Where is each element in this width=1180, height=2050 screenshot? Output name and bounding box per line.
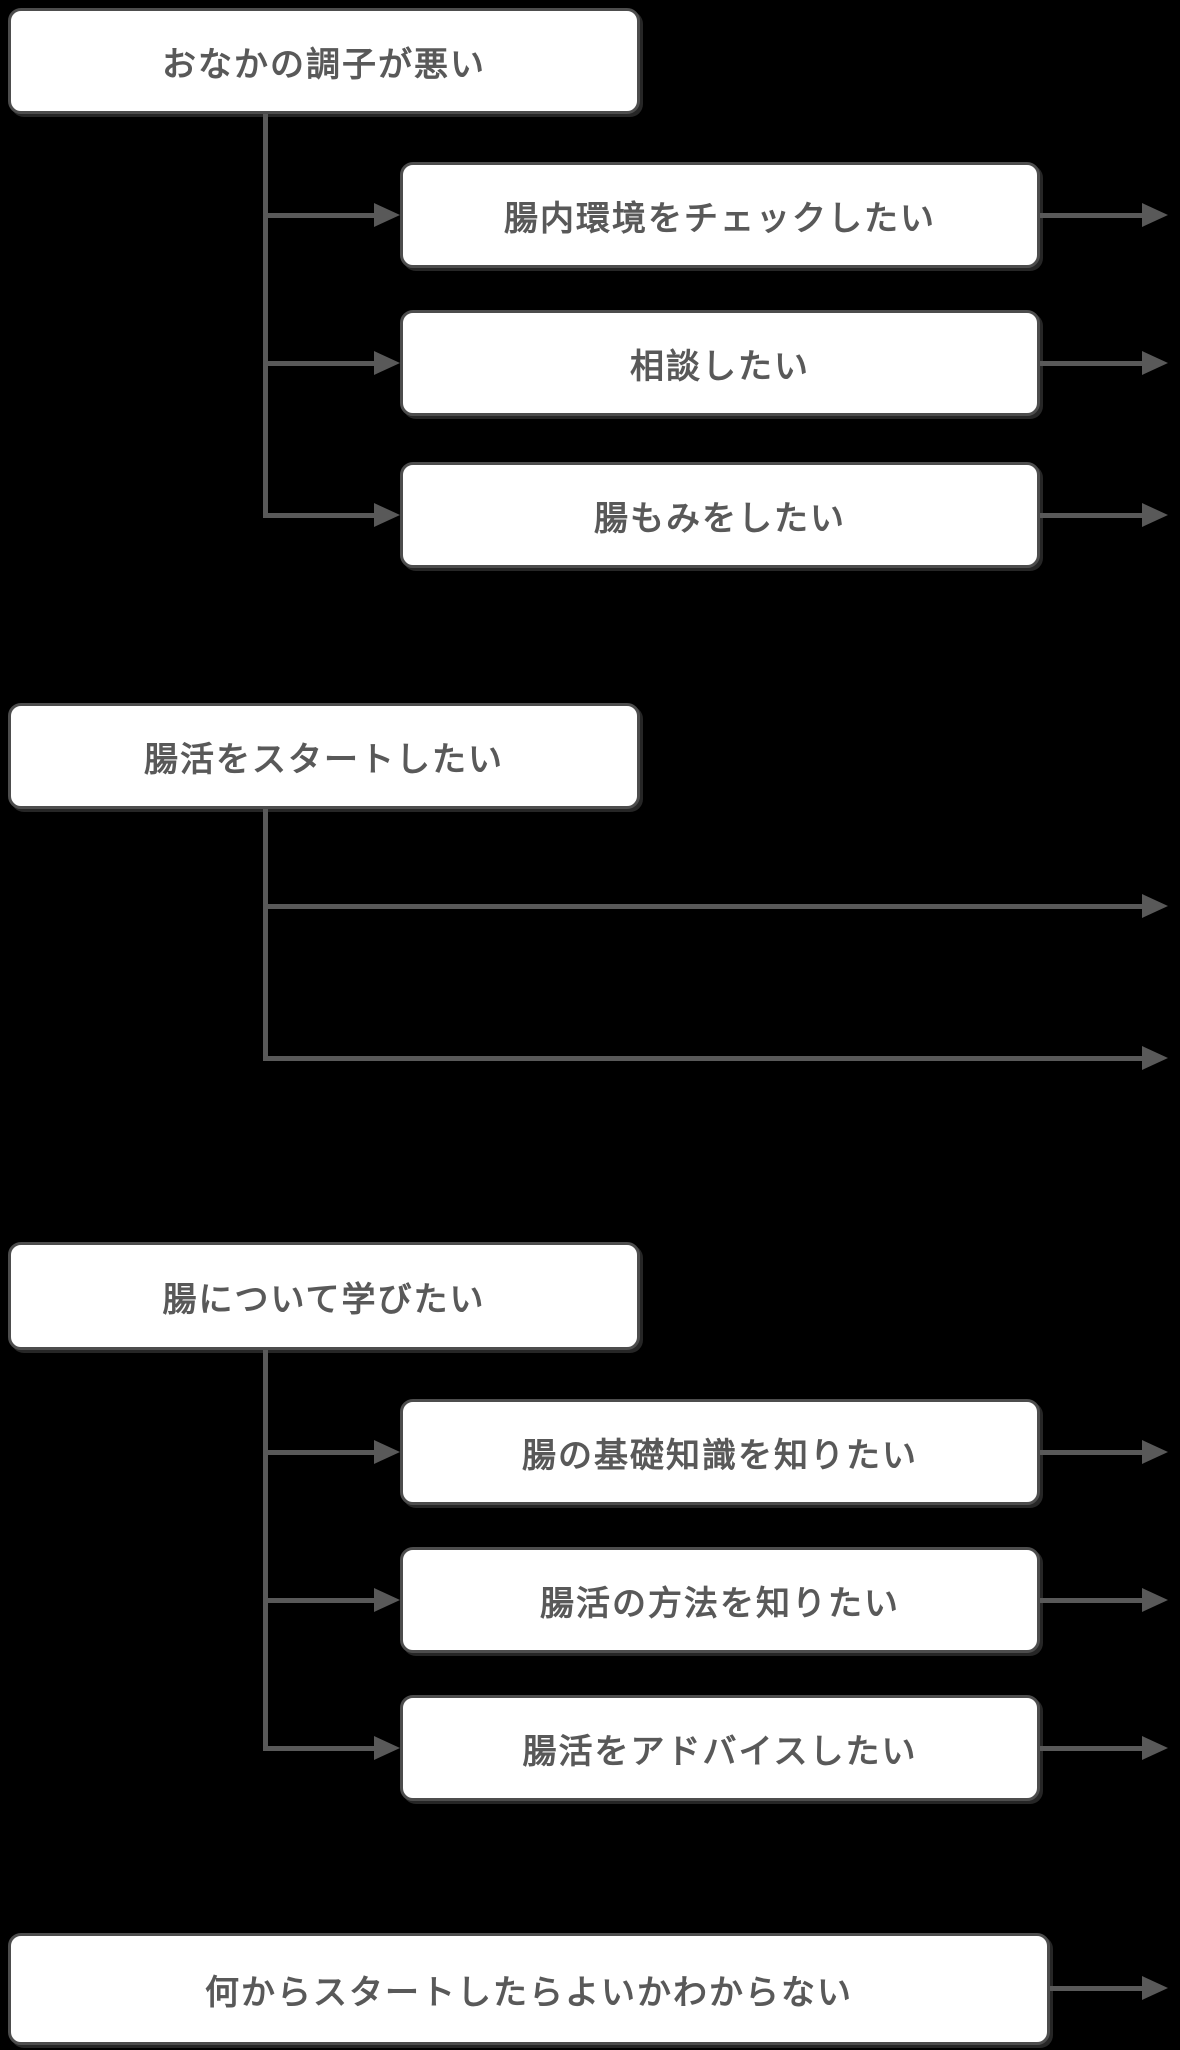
exit-line-gut-advice: [1040, 1746, 1142, 1751]
connector-vline-section1: [263, 114, 268, 518]
arrowhead-icon: [1142, 1588, 1168, 1612]
arrowhead-icon: [1142, 894, 1168, 918]
arrowhead-icon: [1142, 203, 1168, 227]
arrowhead-icon: [1142, 1440, 1168, 1464]
branch-line-start-2: [266, 1056, 1142, 1061]
node-start-gut-health: 腸活をスタートしたい: [8, 703, 640, 809]
branch-line-consult: [266, 361, 374, 366]
exit-line-gut-basics: [1040, 1450, 1142, 1455]
node-gut-methods: 腸活の方法を知りたい: [400, 1547, 1040, 1653]
node-gut-methods-label: 腸活の方法を知りたい: [540, 1583, 900, 1624]
arrowhead-icon: [374, 1440, 400, 1464]
branch-line-gut-methods: [266, 1598, 374, 1603]
node-check-gut-environment: 腸内環境をチェックしたい: [400, 162, 1040, 268]
exit-line-check-gut: [1040, 213, 1142, 218]
arrowhead-icon: [1142, 351, 1168, 375]
arrowhead-icon: [374, 351, 400, 375]
node-consult-label: 相談したい: [630, 346, 810, 387]
exit-line-dont-know: [1050, 1986, 1142, 1991]
connector-vline-section3: [263, 1350, 268, 1751]
exit-line-massage: [1040, 513, 1142, 518]
branch-line-start-1: [266, 904, 1142, 909]
node-check-gut-environment-label: 腸内環境をチェックしたい: [504, 198, 936, 239]
node-intestinal-massage-label: 腸もみをしたい: [594, 498, 846, 539]
node-intestinal-massage: 腸もみをしたい: [400, 462, 1040, 568]
arrowhead-icon: [374, 1736, 400, 1760]
branch-line-massage: [266, 513, 374, 518]
node-gut-basics: 腸の基礎知識を知りたい: [400, 1399, 1040, 1505]
node-start-gut-health-label: 腸活をスタートしたい: [144, 739, 504, 780]
exit-line-consult: [1040, 361, 1142, 366]
node-learn-about-gut: 腸について学びたい: [8, 1242, 640, 1350]
node-gut-basics-label: 腸の基礎知識を知りたい: [522, 1435, 918, 1476]
node-dont-know-where-to-start-label: 何からスタートしたらよいかわからない: [205, 1972, 853, 2013]
arrowhead-icon: [374, 203, 400, 227]
exit-line-gut-methods: [1040, 1598, 1142, 1603]
arrowhead-icon: [1142, 1736, 1168, 1760]
node-gut-advice: 腸活をアドバイスしたい: [400, 1695, 1040, 1801]
branch-line-gut-basics: [266, 1450, 374, 1455]
node-stomach-trouble: おなかの調子が悪い: [8, 8, 640, 114]
arrowhead-icon: [374, 503, 400, 527]
node-stomach-trouble-label: おなかの調子が悪い: [162, 44, 486, 85]
node-gut-advice-label: 腸活をアドバイスしたい: [522, 1731, 918, 1772]
branch-line-gut-advice: [266, 1746, 374, 1751]
node-learn-about-gut-label: 腸について学びたい: [162, 1279, 486, 1320]
arrowhead-icon: [374, 1588, 400, 1612]
node-dont-know-where-to-start: 何からスタートしたらよいかわからない: [8, 1933, 1050, 2045]
arrowhead-icon: [1142, 503, 1168, 527]
arrowhead-icon: [1142, 1046, 1168, 1070]
connector-vline-section2: [263, 809, 268, 1061]
branch-line-check-gut: [266, 213, 374, 218]
arrowhead-icon: [1142, 1976, 1168, 2000]
node-consult: 相談したい: [400, 310, 1040, 416]
